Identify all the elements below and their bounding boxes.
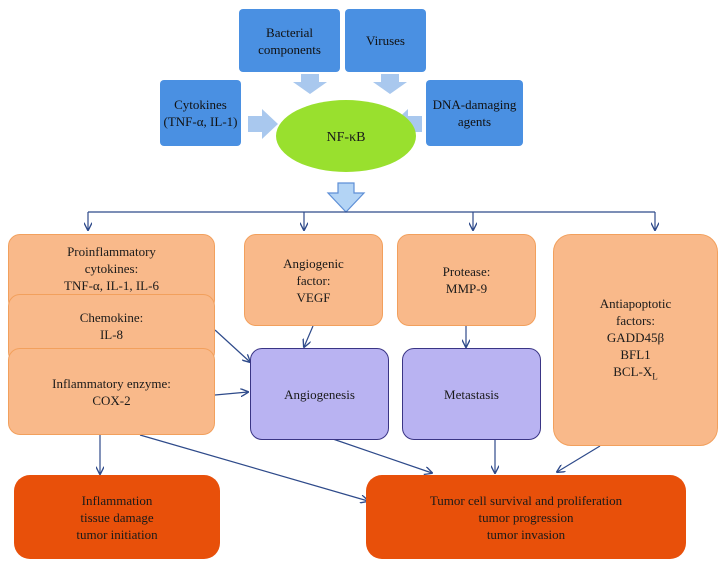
- viruses-line-1: Viruses: [366, 33, 405, 48]
- distribution-bus: [88, 211, 655, 230]
- bclx-label: BCL-X: [613, 363, 653, 379]
- angiogenic-line-2: factor:: [296, 272, 331, 288]
- chemokine-line-2: IL-8: [99, 327, 124, 342]
- angiogenesis-to-survival-arrow: [329, 437, 432, 473]
- chemokine-line-1: Chemokine:: [79, 310, 144, 325]
- bacterial-line-1: Bacterial: [266, 24, 313, 40]
- protease-box: Protease: MMP-9: [397, 234, 536, 326]
- metastasis-box: Metastasis: [402, 348, 541, 440]
- nfkb-output-arrow: [326, 182, 366, 213]
- inflammation-line-3: tumor initiation: [76, 526, 158, 542]
- cytokines-line-2: (TNF-α, IL-1): [163, 114, 238, 129]
- survival-line-2: tumor progression: [478, 509, 574, 525]
- proinflammatory-line-3: TNF-α, IL-1, IL-6: [64, 278, 159, 293]
- angiogenesis-box: Angiogenesis: [250, 348, 389, 440]
- bacterial-to-nfkb-arrow: [293, 74, 327, 94]
- nfkb-node: [276, 100, 416, 172]
- dna-line-1: DNA-damaging: [432, 97, 517, 112]
- enzyme-line-2: COX-2: [92, 392, 131, 408]
- tumor-survival-outcome-box: Tumor cell survival and proliferation tu…: [366, 475, 686, 559]
- antiapoptotic-line-5: BCL-XL: [613, 363, 658, 386]
- antiapoptotic-line-4: BFL1: [620, 346, 651, 362]
- inflammatory-enzyme-box: Inflammatory enzyme: COX-2: [8, 348, 215, 435]
- nfkb-label: NF-κB: [327, 130, 366, 145]
- viruses-box: Viruses: [345, 9, 426, 72]
- antiapoptotic-line-1: Antiapoptotic: [599, 295, 672, 311]
- dna-damaging-agents-box: DNA-damaging agents: [426, 80, 523, 146]
- chemokine-to-angiogenesis-arrow: [214, 329, 250, 362]
- survival-line-1: Tumor cell survival and proliferation: [429, 492, 623, 508]
- factors-to-survival-arrow: [139, 434, 368, 501]
- bacterial-line-2: components: [258, 41, 321, 57]
- bclx-subscript: L: [652, 371, 658, 382]
- vegf-to-angiogenesis-arrow: [304, 325, 314, 347]
- angiogenic-line-1: Angiogenic: [283, 255, 344, 271]
- inflammation-line-2: tissue damage: [80, 509, 154, 525]
- inflammation-line-1: Inflammation: [81, 492, 153, 508]
- angiogenic-line-3: VEGF: [296, 289, 331, 305]
- inflammation-outcome-box: Inflammation tissue damage tumor initiat…: [14, 475, 220, 559]
- enzyme-line-1: Inflammatory enzyme:: [52, 375, 171, 391]
- cox2-to-angiogenesis-arrow: [214, 392, 248, 395]
- antiapoptotic-line-3: GADD45β: [606, 329, 665, 345]
- antiapoptotic-factors-box: Antiapoptotic factors: GADD45β BFL1 BCL-…: [553, 234, 718, 446]
- proinflammatory-line-1: Proinflammatory: [67, 244, 156, 259]
- angiogenic-factor-box: Angiogenic factor: VEGF: [244, 234, 383, 326]
- antiapoptotic-line-2: factors:: [616, 312, 655, 328]
- protease-line-1: Protease:: [442, 264, 491, 279]
- cytokines-box: Cytokines (TNF-α, IL-1): [160, 80, 241, 146]
- survival-line-3: tumor invasion: [486, 526, 566, 542]
- viruses-to-nfkb-arrow: [373, 74, 407, 94]
- metastasis-label: Metastasis: [444, 386, 499, 402]
- protease-line-2: MMP-9: [445, 281, 488, 296]
- antiapoptotic-to-survival-arrow: [557, 445, 601, 472]
- cytokines-to-nfkb-arrow: [248, 109, 278, 139]
- dna-line-2: agents: [457, 114, 492, 129]
- cytokines-line-1: Cytokines: [174, 97, 227, 112]
- proinflammatory-line-2: cytokines:: [84, 261, 139, 276]
- angiogenesis-label: Angiogenesis: [284, 386, 355, 402]
- bacterial-components-box: Bacterial components: [239, 9, 340, 72]
